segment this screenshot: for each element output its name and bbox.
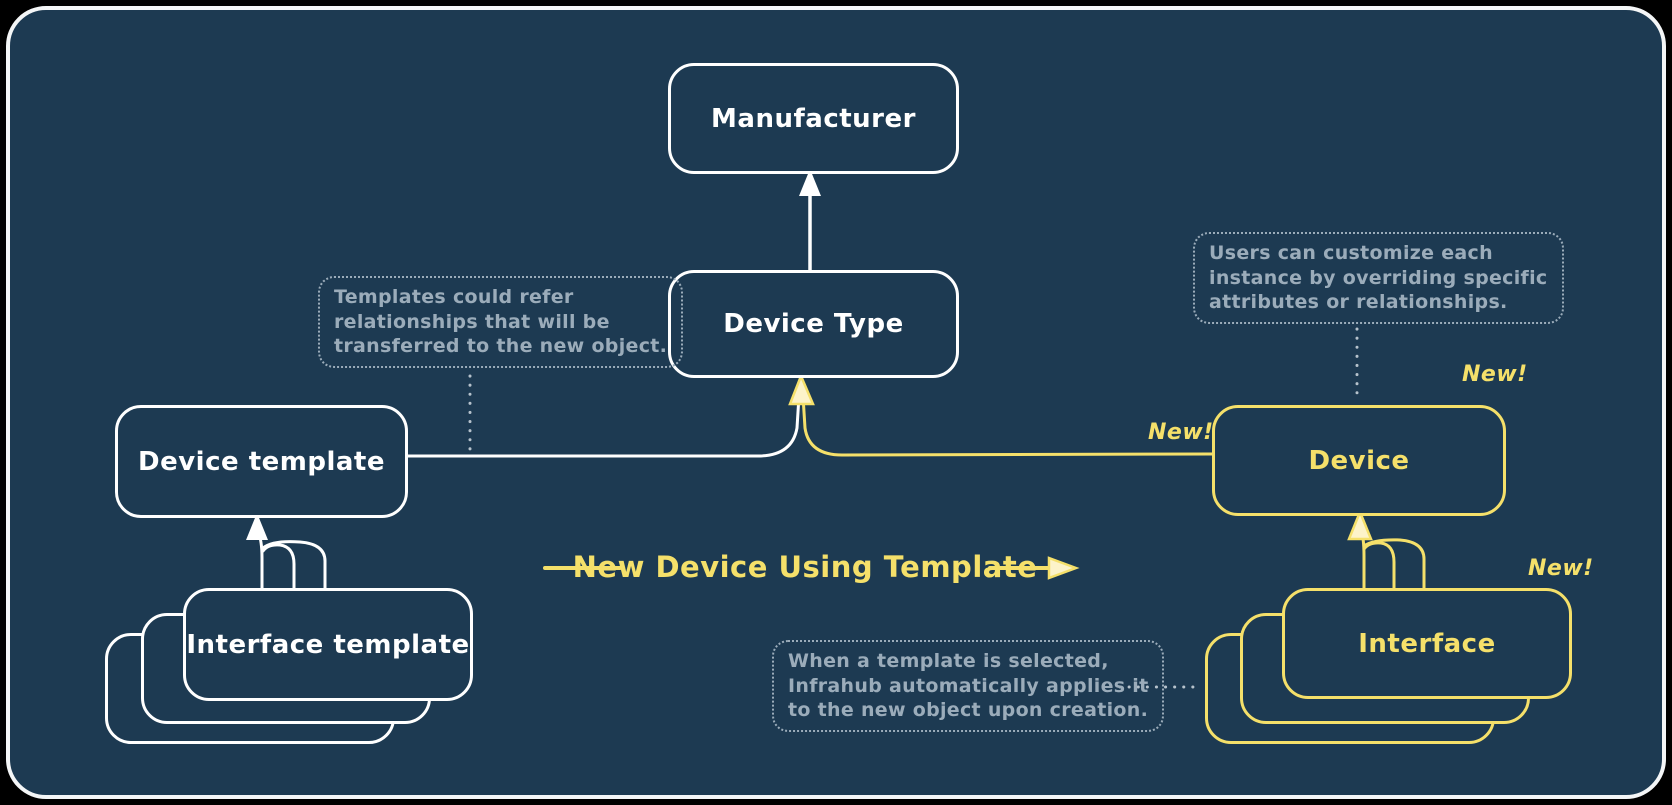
note-templates-line2: relationships that will be [334,310,610,333]
node-manufacturer-label: Manufacturer [711,103,916,134]
node-manufacturer: Manufacturer [668,63,959,174]
node-device: Device [1212,405,1506,516]
node-device-template: Device template [115,405,408,518]
note-apply: When a template is selected, Infrahub au… [772,640,1165,733]
note-templates-line3: transferred to the new object. [334,335,668,358]
note-templates: Templates could refer relationships that… [318,276,684,369]
note-customize-line2: instance by overriding specific [1209,266,1548,289]
node-interface-template: Interface template [183,588,473,701]
node-device-type: Device Type [668,270,959,378]
note-apply-line1: When a template is selected, [788,650,1109,672]
note-apply-line3: to the new object upon creation. [788,699,1149,722]
note-customize-line1: Users can customize each [1209,242,1493,264]
badge-new-flow: New! [1148,420,1214,445]
node-interface: Interface [1282,588,1572,699]
note-customize-line3: attributes or relationships. [1209,291,1508,314]
badge-new-device: New! [1462,362,1528,387]
badge-new-interface: New! [1528,556,1594,581]
note-templates-line1: Templates could refer [334,286,574,308]
node-interface-label: Interface [1358,628,1496,659]
flow-label: New Device Using Template [572,550,1038,584]
node-device-label: Device [1308,445,1410,476]
note-apply-line2: Infrahub automatically applies it [788,674,1149,697]
node-interface-template-label: Interface template [186,629,470,660]
node-device-template-label: Device template [138,446,385,477]
node-device-type-label: Device Type [723,309,904,339]
note-customize: Users can customize each instance by ove… [1193,232,1564,325]
